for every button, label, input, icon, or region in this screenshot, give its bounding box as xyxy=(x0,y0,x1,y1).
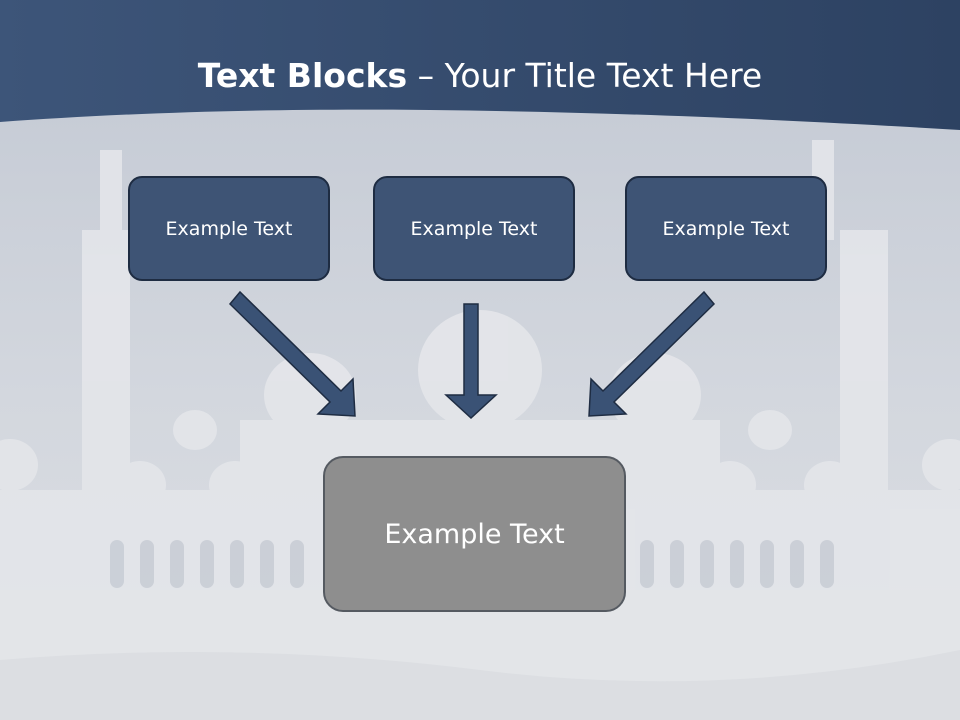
text-block-1-label: Example Text xyxy=(165,217,293,240)
text-block-2-label: Example Text xyxy=(410,217,538,240)
title-bold-part: Text Blocks xyxy=(197,56,408,95)
slide-title: Text Blocks – Your Title Text Here xyxy=(0,54,960,98)
arrow-right-diagonal xyxy=(588,290,716,417)
arrow-left-diagonal xyxy=(228,290,356,417)
title-dash: – xyxy=(407,56,445,95)
text-block-3-label: Example Text xyxy=(662,217,790,240)
title-regular-part: Your Title Text Here xyxy=(444,56,763,95)
text-block-1[interactable]: Example Text xyxy=(128,176,330,281)
result-block[interactable]: Example Text xyxy=(323,456,626,612)
result-block-label: Example Text xyxy=(384,518,565,550)
text-block-3[interactable]: Example Text xyxy=(625,176,827,281)
text-block-2[interactable]: Example Text xyxy=(373,176,575,281)
arrow-center-down xyxy=(444,303,498,420)
